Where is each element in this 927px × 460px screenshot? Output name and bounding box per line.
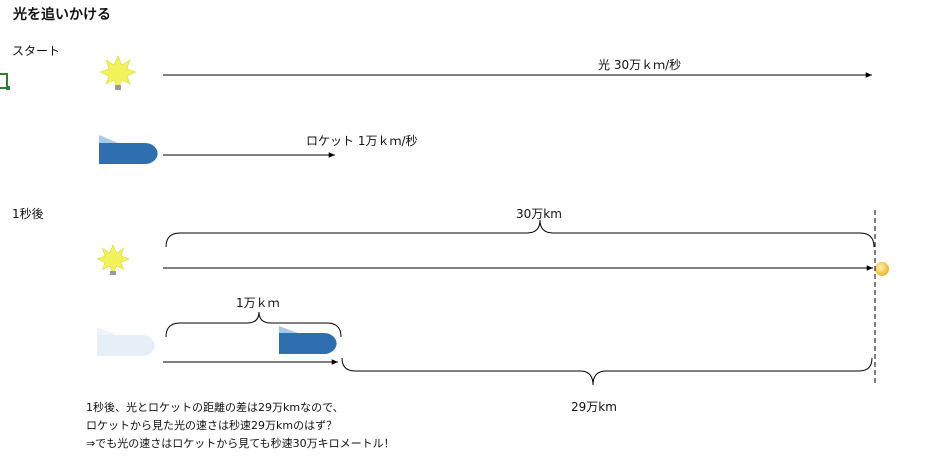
rocket-icon [99,135,158,164]
rocket-distance-brace [165,311,342,338]
start-label: スタート [12,44,61,58]
light-speed-label: 光 30万ｋｍ/秒 [598,58,682,72]
page-title: 光を追いかける [13,7,111,23]
gap-distance-label: 29万km [571,400,617,414]
cell-selection-marker[interactable] [0,73,8,89]
light-spot-icon [875,262,889,276]
note-line-2: ロケットから見た光の速さは秒速29万kmのはず？ [86,419,338,432]
gap-distance-brace [341,357,873,386]
rocket-icon [279,326,337,354]
rocket-speed-label: ロケット 1万ｋｍ/秒 [306,134,418,148]
light-distance-label: 30万km [516,207,562,221]
sun-burst-icon [99,55,137,90]
light-distance-brace [165,219,875,248]
note-line-1: 1秒後、光とロケットの距離の差は29万kmなので、 [86,401,344,414]
sun-burst-icon [96,244,130,275]
note-line-3: ⇒でも光の速さはロケットから見ても秒速30万キロメートル！ [86,437,395,450]
cell-fill-handle[interactable] [6,86,10,90]
after-one-second-label: 1秒後 [12,207,44,221]
explanation-note: 1秒後、光とロケットの距離の差は29万kmなので、 ロケットから見た光の速さは秒… [86,399,395,453]
rocket-ghost-icon [97,327,155,356]
rocket-distance-label: 1万ｋｍ [236,296,280,310]
